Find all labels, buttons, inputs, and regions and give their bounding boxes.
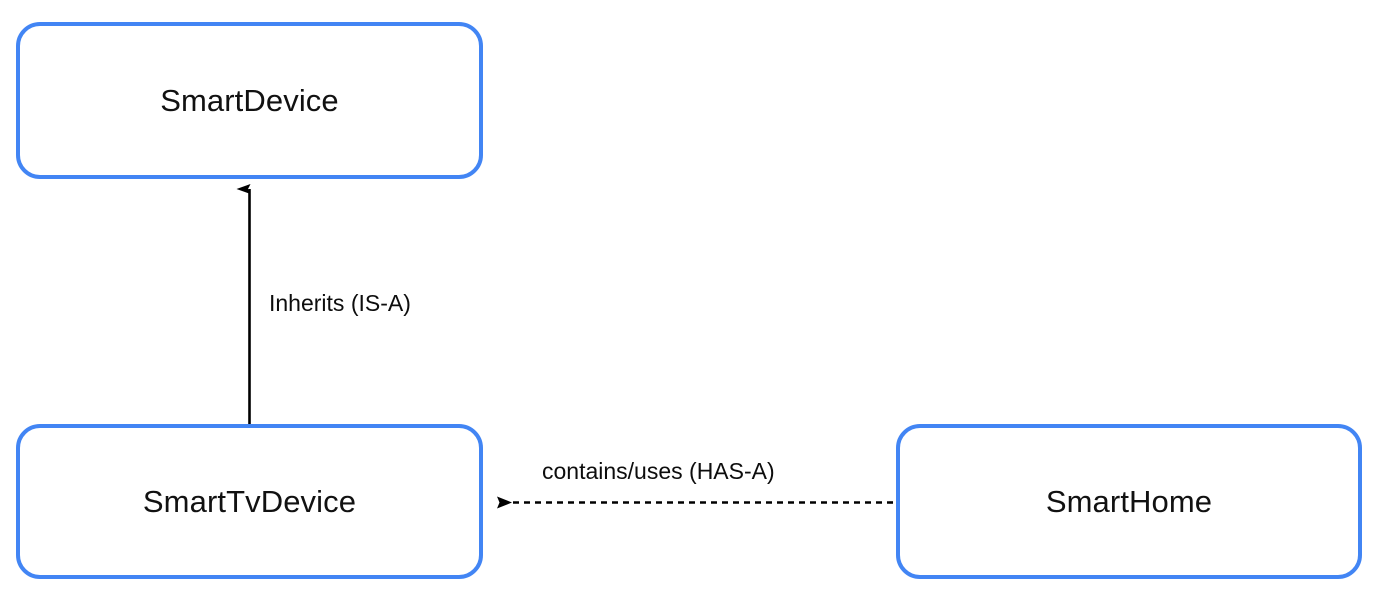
node-smarthome-label: SmartHome (1045, 484, 1213, 519)
edge-label-contains: contains/uses (HAS-A) (537, 458, 780, 485)
node-smarttvdevice[interactable]: SmartTvDevice (16, 424, 483, 579)
node-smarthome[interactable]: SmartHome (896, 424, 1362, 579)
node-smartdevice-label: SmartDevice (160, 83, 339, 118)
node-smarttvdevice-label: SmartTvDevice (142, 484, 357, 519)
edge-label-inherits: Inherits (IS-A) (265, 290, 415, 317)
node-smartdevice[interactable]: SmartDevice (16, 22, 483, 179)
